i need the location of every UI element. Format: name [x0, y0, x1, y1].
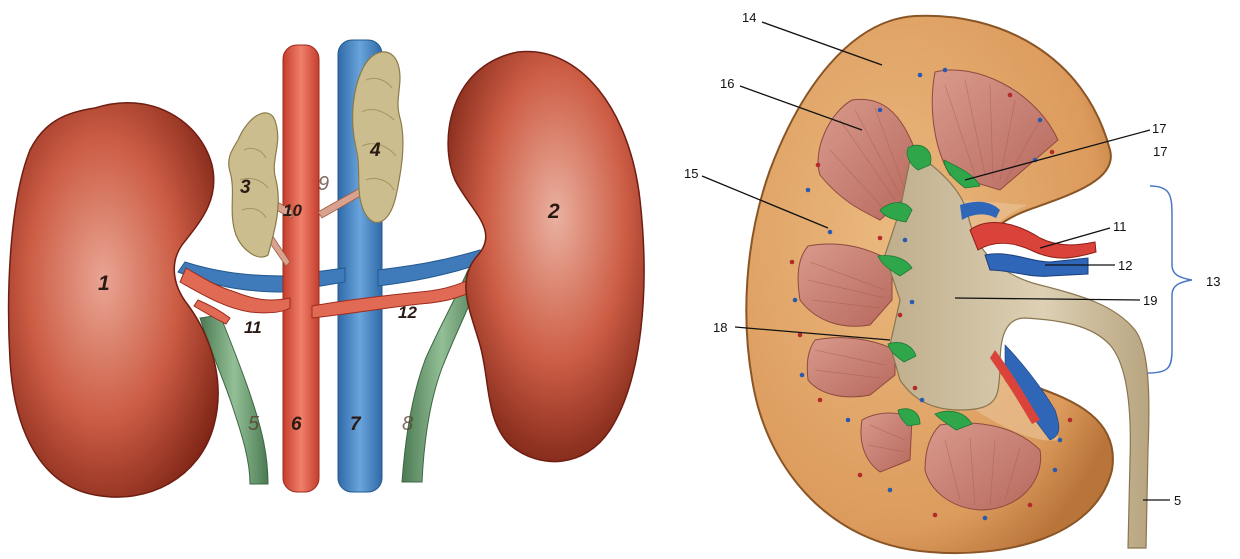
label-kidney-1: 1: [98, 272, 110, 295]
label-kidney-2: 2: [547, 200, 560, 223]
label-18: 18: [713, 320, 727, 335]
left-panel-external-view: 1 2 3 4 5 6 7 8 9 10 11 12: [9, 40, 644, 497]
label-aorta-6: 6: [291, 414, 302, 435]
label-14: 14: [742, 10, 756, 25]
label-15: 15: [684, 166, 698, 181]
label-11-right: 11: [1113, 219, 1127, 234]
label-10: 10: [283, 201, 302, 220]
hilum-bracket: [1148, 186, 1192, 373]
label-17a: 17: [1152, 121, 1166, 136]
label-9: 9: [318, 173, 329, 195]
right-adrenal-gland: [353, 52, 403, 223]
renal-artery: [970, 222, 1096, 258]
label-ureter-5: 5: [248, 413, 260, 435]
label-12: 12: [398, 303, 417, 322]
label-16: 16: [720, 76, 734, 91]
label-adrenal-4: 4: [369, 140, 381, 161]
right-kidney: [448, 51, 644, 461]
label-ureter-8: 8: [402, 413, 413, 435]
left-adrenal-gland: [229, 113, 279, 257]
label-19: 19: [1143, 293, 1157, 308]
right-panel-kidney-section: 14 16 17 17 15 11 12 13 19 18 5: [684, 10, 1220, 553]
label-12-right: 12: [1118, 258, 1132, 273]
label-11: 11: [244, 318, 262, 337]
label-13: 13: [1206, 274, 1220, 289]
label-17b: 17: [1153, 144, 1167, 159]
label-5-right: 5: [1174, 493, 1181, 508]
label-adrenal-3: 3: [240, 177, 251, 198]
left-kidney: [9, 103, 219, 497]
label-vena-cava-7: 7: [350, 414, 362, 435]
